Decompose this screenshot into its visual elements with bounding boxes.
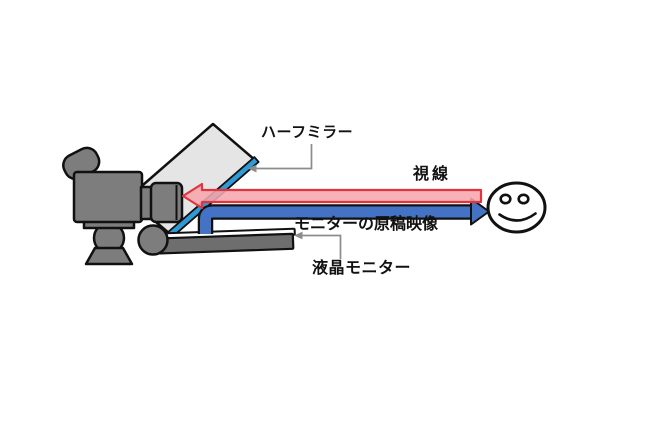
half-mirror-leader <box>248 144 313 173</box>
viewer-face-icon <box>486 181 547 234</box>
half-mirror-leader-arrowhead <box>248 164 257 173</box>
monitor-image-arrowhead <box>470 197 490 226</box>
sight-line-arrow <box>181 182 483 210</box>
monitor-image-arrow-beam <box>200 206 473 234</box>
tripod-base <box>84 246 134 266</box>
lens-hood <box>149 181 184 224</box>
monitor-image-arrow <box>197 197 490 234</box>
face-outline <box>486 181 547 234</box>
face-right-eye <box>517 193 530 205</box>
lcd-monitor-leader-line <box>301 234 342 259</box>
face-left-eye <box>499 193 512 205</box>
lcd-monitor <box>157 227 296 255</box>
face-mouth <box>498 212 537 222</box>
camera-body <box>72 170 144 224</box>
video-camera-icon <box>62 146 184 266</box>
lcd-body <box>157 232 295 255</box>
half-mirror-label: ハーフミラー <box>261 124 354 141</box>
prompter-roller <box>137 224 169 256</box>
monitor-image-label: モニターの原稿映像 <box>294 216 439 233</box>
lcd-monitor-label: 液晶モニター <box>312 260 412 277</box>
line-of-sight-label: 視線 <box>413 166 452 183</box>
lcd-monitor-leader-arrowhead <box>294 231 303 240</box>
half-mirror-leader-line <box>255 144 313 170</box>
lcd-monitor-leader <box>294 231 342 259</box>
